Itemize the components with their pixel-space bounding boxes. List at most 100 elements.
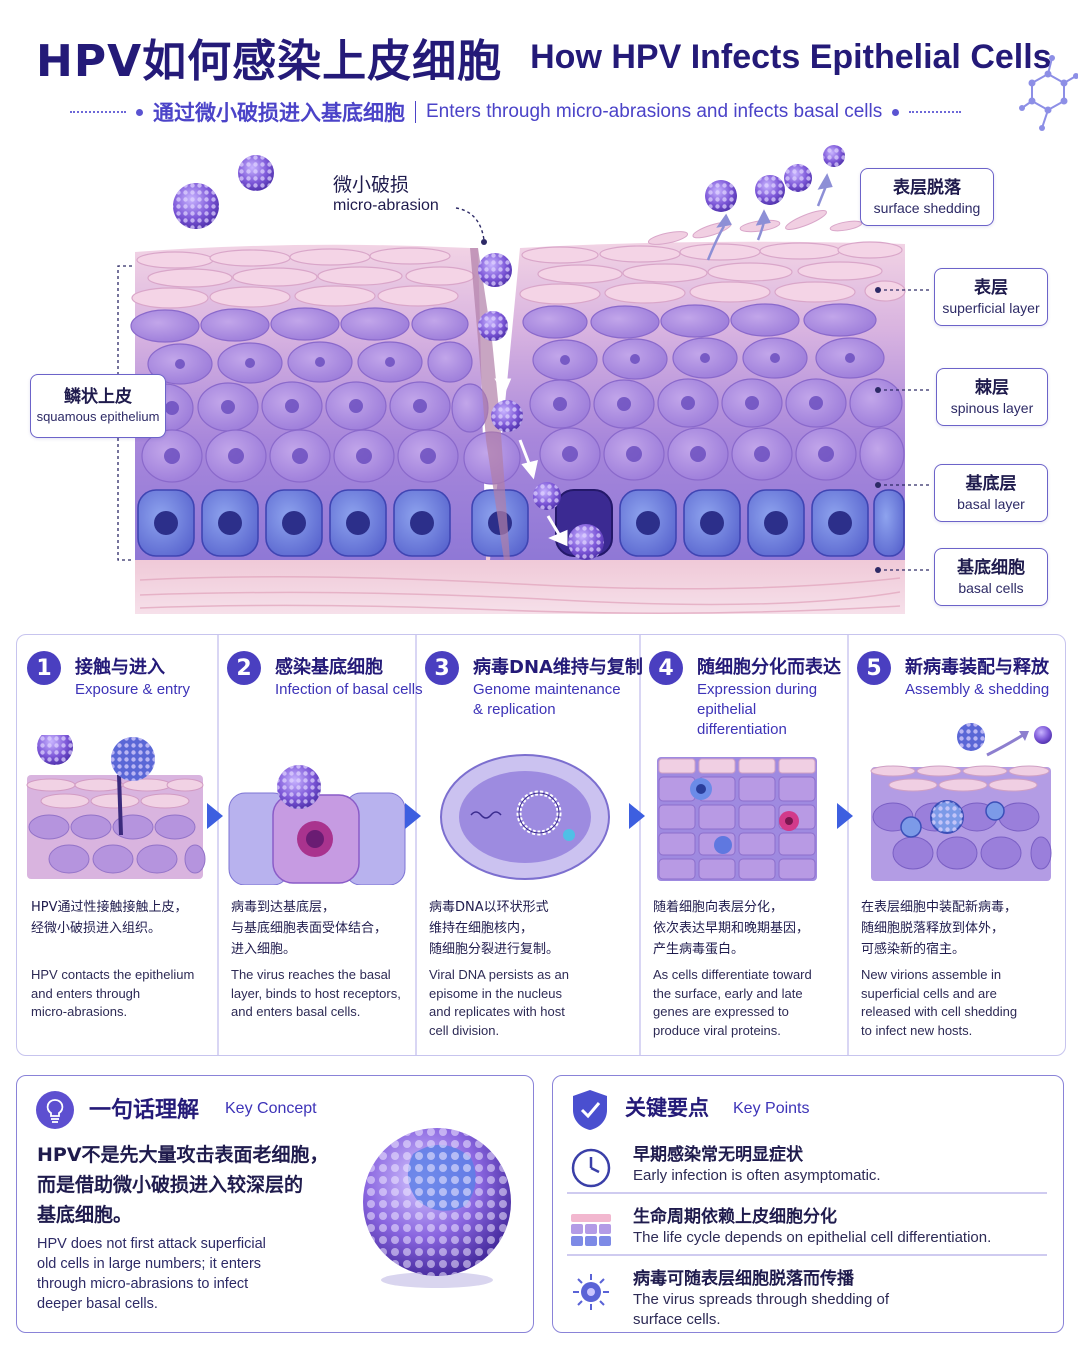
basal-cells — [137, 489, 905, 557]
subtitle-dot-right — [892, 108, 900, 116]
key-point-divider — [567, 1192, 1047, 1194]
key-points-subtitle: Key Points — [733, 1100, 810, 1117]
step-divider — [415, 635, 417, 1055]
layer-label-superficial: 表层 superficial layer — [934, 268, 1048, 326]
abrasion-leader-dot — [481, 239, 487, 245]
step-title-en: Infection of basal cells — [275, 681, 423, 698]
arrow-right-icon — [405, 803, 421, 829]
step-desc-cn: 随着细胞向表层分化， 依次表达早期和晚期基因， 产生病毒蛋白。 — [653, 900, 810, 957]
step-title-en: Assembly & shedding — [905, 681, 1050, 698]
step-4: 4 随细胞分化而表达 Expression during epithelial … — [639, 635, 847, 1055]
key-point-en: The virus spreads through shedding of su… — [633, 1291, 889, 1328]
title-en: How HPV Infects Epithelial Cells — [530, 37, 1052, 76]
step-1: 1 接触与进入 Exposure & entry HPV通过性接触接触上皮， 经… — [17, 635, 217, 1055]
squamous-label-en: squamous epithelium — [36, 409, 160, 424]
molecule-icon — [1019, 55, 1078, 131]
layer-label-en: spinous layer — [950, 400, 1034, 416]
step-3: 3 病毒DNA维持与复制 Genome maintenance & replic… — [415, 635, 643, 1055]
step-desc-en: Viral DNA persists as an episome in the … — [429, 967, 569, 1038]
subtitle-line-left — [70, 111, 126, 113]
abrasion-label-cn: 微小破损 — [333, 174, 410, 196]
arrow-right-icon — [837, 803, 853, 829]
lightbulb-icon — [36, 1091, 74, 1129]
virus-path — [478, 253, 568, 547]
step-title-cn: 病毒DNA维持与复制 — [473, 657, 643, 678]
shedding-arrows — [706, 173, 833, 261]
layer-label-cn: 基底细胞 — [957, 558, 1025, 578]
layer-label-spinous: 棘层 spinous layer — [936, 368, 1048, 426]
layer-label-en: basal layer — [957, 496, 1025, 512]
superficial-cells — [131, 241, 906, 309]
clock-icon — [571, 1148, 611, 1188]
layer-label-en: superficial layer — [942, 300, 1040, 316]
squamous-bracket — [117, 265, 132, 561]
key-point-item: 生命周期依赖上皮细胞分化 The life cycle depends on e… — [567, 1200, 1057, 1260]
spinous-nuclei — [164, 353, 855, 464]
subtitle: 通过微小破损进入基底细胞 Enters through micro-abrasi… — [70, 96, 1020, 128]
key-points-panel: 关键要点 Key Points 早期感染常无明显症状 Early infecti… — [552, 1075, 1064, 1333]
layer-label-basal: 基底层 basal layer — [934, 464, 1048, 522]
abrasion-leader-line — [455, 207, 485, 241]
layer-label-en: basal cells — [958, 580, 1024, 596]
shedding-label-cn: 表层脱落 — [893, 178, 961, 198]
free-viruses-left — [173, 155, 274, 229]
step-desc-en: New virions assemble in superficial cell… — [861, 967, 1018, 1038]
step-desc-en: HPV contacts the epithelium and enters t… — [31, 967, 195, 1019]
step-divider — [639, 635, 641, 1055]
step-divider — [847, 635, 849, 1055]
hpv-virion-illustration — [363, 1128, 511, 1288]
title-cn: HPV如何感染上皮细胞 — [36, 36, 503, 87]
step-desc-cn: HPV通过性接触接触上皮， 经微小破损进入组织。 — [31, 900, 188, 936]
shield-check-icon — [573, 1090, 607, 1130]
step-title-cn: 感染基底细胞 — [275, 657, 383, 678]
key-concept-text-en: HPV does not first attack superficial ol… — [37, 1236, 266, 1312]
key-concept-panel: 一句话理解 Key Concept HPV不是先大量攻击表面老细胞， 而是借助微… — [16, 1075, 534, 1333]
key-point-cn: 早期感染常无明显症状 — [633, 1145, 803, 1165]
layer-leaders — [878, 289, 932, 571]
shedding-label: 表层脱落 surface shedding — [860, 168, 994, 226]
step-number: 2 — [227, 651, 261, 685]
step-number: 4 — [649, 651, 683, 685]
layer-leader-dots — [875, 287, 881, 573]
step-4-illustration — [657, 757, 817, 881]
key-point-en: Early infection is often asymptomatic. — [633, 1167, 881, 1184]
key-point-item: 早期感染常无明显症状 Early infection is often asym… — [567, 1138, 1057, 1198]
step-2: 2 感染基底细胞 Infection of basal cells 病毒到达基底… — [217, 635, 423, 1055]
step-1-illustration — [26, 735, 206, 879]
internalized-virus-texture — [568, 524, 604, 560]
subtitle-en: Enters through micro-abrasions and infec… — [426, 101, 883, 122]
key-point-en: The life cycle depends on epithelial cel… — [633, 1229, 992, 1246]
squamous-label: 鳞状上皮 squamous epithelium — [30, 374, 166, 438]
cell-layers-icon — [571, 1214, 611, 1246]
layer-label-cn: 表层 — [974, 278, 1008, 298]
step-title-en: Genome maintenance & replication — [473, 681, 621, 718]
step-number: 1 — [27, 651, 61, 685]
step-title-en: Exposure & entry — [75, 681, 191, 698]
key-concept-subtitle: Key Concept — [225, 1100, 317, 1117]
abrasion-label: 微小破损 micro-abrasion — [333, 170, 439, 215]
layer-label-cn: 棘层 — [975, 378, 1009, 398]
key-point-cn: 病毒可随表层细胞脱落而传播 — [633, 1269, 854, 1289]
key-concept-text-cn: HPV不是先大量攻击表面老细胞， 而是借助微小破损进入较深层的 基底细胞。 — [37, 1144, 329, 1226]
step-number: 5 — [857, 651, 891, 685]
virus-spread-icon — [573, 1274, 609, 1310]
dermis-fibers — [139, 576, 901, 614]
step-3-illustration — [440, 754, 610, 880]
subtitle-divider — [415, 101, 416, 123]
squamous-label-cn: 鳞状上皮 — [64, 387, 132, 407]
step-desc-cn: 病毒到达基底层， 与基底细胞表面受体结合， 进入细胞。 — [231, 900, 388, 957]
step-5: 5 新病毒装配与释放 Assembly & shedding — [847, 635, 1065, 1055]
step-title-cn: 接触与进入 — [75, 657, 165, 678]
step-5-illustration — [870, 723, 1052, 881]
step-number: 3 — [425, 651, 459, 685]
step-desc-en: The virus reaches the basal layer, binds… — [231, 967, 401, 1019]
subtitle-dot-left — [136, 108, 143, 116]
subtitle-cn: 通过微小破损进入基底细胞 — [153, 101, 405, 125]
step-2-illustration — [228, 765, 406, 885]
layer-label-basal-cells: 基底细胞 basal cells — [934, 548, 1048, 606]
step-title-en: Expression during epithelial differentia… — [697, 681, 818, 738]
layer-label-cn: 基底层 — [965, 474, 1017, 494]
shedding-flakes — [647, 210, 863, 245]
key-concept-title: 一句话理解 — [89, 1098, 200, 1123]
subtitle-line-right — [909, 111, 962, 113]
